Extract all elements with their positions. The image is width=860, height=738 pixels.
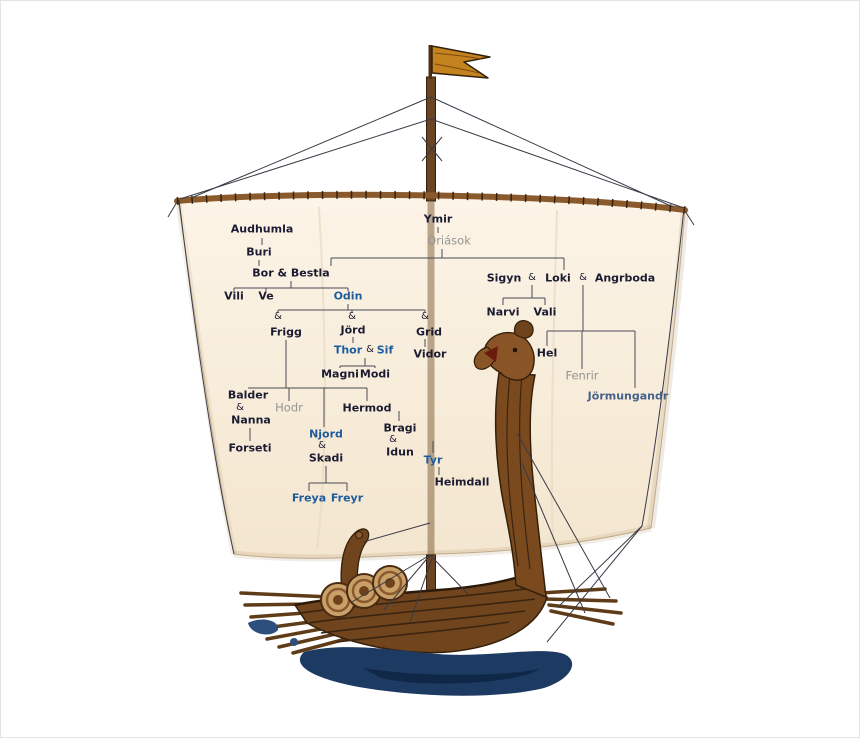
tree-node-vidor: Vidor <box>413 347 447 361</box>
tree-node-hel: Hel <box>536 346 558 360</box>
ship <box>239 320 623 655</box>
tree-node-magni: Magni <box>321 367 359 381</box>
tree-node-freyr: Freyr <box>330 491 364 505</box>
tree-node-ve: Ve <box>258 289 274 303</box>
tree-node-vali: Vali <box>533 305 557 319</box>
tree-node-frigg: Frigg <box>270 325 302 339</box>
tree-node-audhumla: Audhumla <box>230 222 294 236</box>
tree-node-buri: Buri <box>246 245 272 259</box>
tree-node-forseti: Forseti <box>228 441 272 455</box>
tree-node-tyr: Tyr <box>423 453 443 467</box>
tree-node-amp-loki-angrboda: & <box>579 272 587 283</box>
tree-node-giants: Óriások <box>427 233 471 248</box>
yard-spar <box>167 190 695 226</box>
tree-node-hodr: Hodr <box>275 400 303 415</box>
tree-node-bor-bestla: Bor & Bestla <box>252 266 330 280</box>
tree-node-jord: Jörd <box>340 323 366 337</box>
water <box>248 619 573 696</box>
tree-node-skadi: Skadi <box>308 451 344 465</box>
tree-node-hermod: Hermod <box>342 401 392 415</box>
flag-pole <box>428 45 432 79</box>
dragon-head-prow <box>473 320 547 599</box>
tree-node-thor: Thor <box>333 343 363 357</box>
tree-node-sigyn: Sigyn <box>486 271 522 285</box>
tree-node-ymir: Ymir <box>423 212 453 226</box>
tree-node-amp-bragi-idun: & <box>389 434 397 445</box>
tree-node-nanna: Nanna <box>231 413 271 427</box>
rigging-lower <box>351 432 643 643</box>
tree-node-vili: Vili <box>224 289 244 303</box>
tree-node-amp-sigyn-loki: & <box>528 272 536 283</box>
tree-node-heimdall: Heimdall <box>434 475 490 489</box>
tree-node-grid: Grid <box>415 325 443 339</box>
tree-node-odin: Odin <box>333 289 363 303</box>
tree-node-amp-thor-sif: & <box>366 344 374 355</box>
tree-node-narvi: Narvi <box>486 305 520 319</box>
flag <box>428 45 491 79</box>
tree-node-modi: Modi <box>359 367 391 381</box>
tree-node-bragi: Bragi <box>383 421 417 435</box>
dragon-eye <box>512 347 518 353</box>
tree-node-jormungandr: Jörmungandr <box>587 389 669 403</box>
tree-node-amp-balder-nanna: & <box>236 402 244 413</box>
tree-node-balder: Balder <box>227 388 269 402</box>
dragon-mouth <box>484 346 498 362</box>
dragon-crest <box>513 320 534 339</box>
tree-node-freya: Freya <box>291 491 327 505</box>
rigging-upper <box>178 96 685 555</box>
tree-node-fenrir: Fenrir <box>565 368 599 383</box>
tree-node-amp-njord-skadi: & <box>318 440 326 451</box>
tree-node-amp-grid: & <box>421 311 429 322</box>
tree-node-angrboda: Angrboda <box>594 271 656 285</box>
tree-node-loki: Loki <box>545 271 571 285</box>
tree-node-amp-jord: & <box>348 311 356 322</box>
tree-node-sif: Sif <box>376 343 394 357</box>
tree-node-amp-frigg: & <box>274 311 282 322</box>
tree-node-idun: Idun <box>386 445 414 459</box>
tree-node-njord: Njord <box>309 427 343 441</box>
